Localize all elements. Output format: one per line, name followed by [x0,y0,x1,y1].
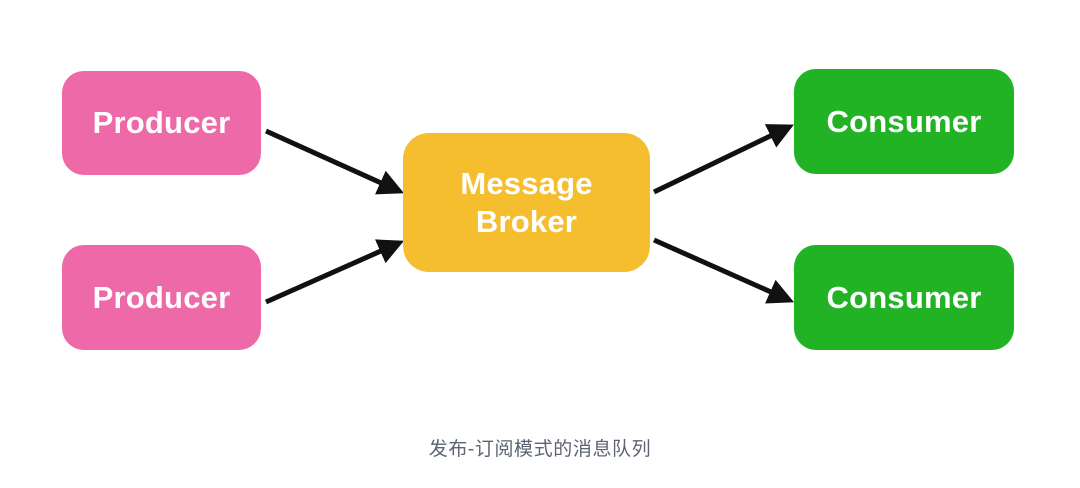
node-message-broker-label: Message Broker [460,165,593,239]
node-producer-1-label: Producer [92,105,231,141]
diagram-caption: 发布-订阅模式的消息队列 [428,439,652,460]
node-message-broker[interactable]: Message Broker [403,133,650,272]
edge-broker-consumer2 [652,237,795,304]
node-consumer-2-label: Consumer [826,279,982,315]
edge-producer1-broker [264,128,405,195]
node-consumer-1[interactable]: Consumer [794,69,1014,174]
node-producer-1[interactable]: Producer [62,71,261,175]
node-consumer-2[interactable]: Consumer [794,245,1014,350]
node-consumer-1-label: Consumer [826,103,982,139]
node-producer-2-label: Producer [92,279,231,315]
edge-broker-consumer1 [652,124,794,195]
edge-producer2-broker [264,239,405,305]
node-producer-2[interactable]: Producer [62,245,261,350]
